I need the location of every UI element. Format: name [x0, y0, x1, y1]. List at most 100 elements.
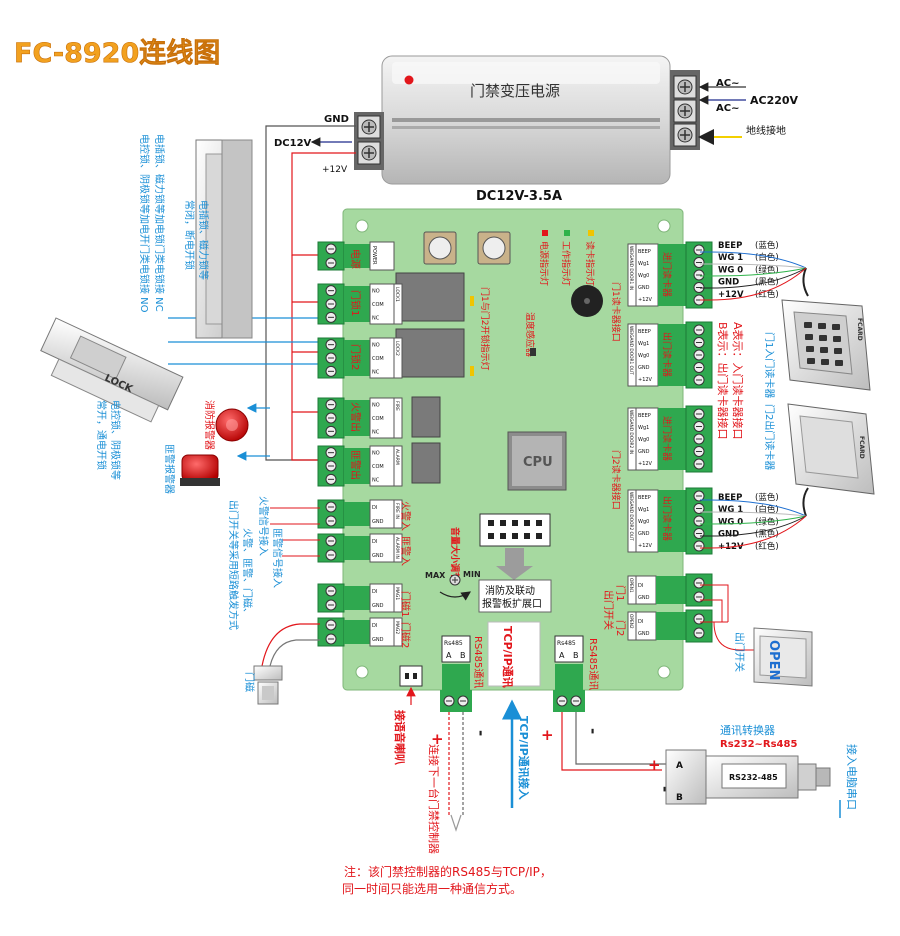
- port-id-label: MAG1: [394, 587, 400, 600]
- wire-name: WG 1: [718, 253, 743, 263]
- sensor-note-1: 火警、匪警、门磁、: [241, 528, 254, 618]
- pin-label: NC: [372, 315, 380, 321]
- ac2-label: AC~: [716, 103, 739, 114]
- reader2-label: 门2出门读卡器: [763, 404, 776, 470]
- port-id-label: ALARM: [394, 449, 400, 465]
- minus-converter: -: [656, 786, 674, 792]
- pin-label: Wg0: [638, 273, 649, 279]
- fcard-logo-2: FCARD: [858, 436, 865, 459]
- bottom-area: + - 连接下一台门禁控制器 TCP/IP通讯接入 + - + - A B RS…: [342, 699, 858, 896]
- pin-label: GND: [372, 553, 384, 559]
- rs485-left-label: RS485通讯: [472, 636, 484, 688]
- pin-label: +12V: [638, 543, 653, 549]
- pc-port-label: 接入电脑串口: [845, 744, 858, 810]
- power-supply-label: 门禁变压电源: [470, 82, 560, 100]
- wire-name: WG 0: [718, 265, 743, 275]
- rs485-right-pin-label: Rs485: [557, 640, 576, 647]
- pin-label: BEEP: [638, 329, 651, 335]
- pin-label: GND: [638, 631, 650, 637]
- converter-model: RS232-485: [729, 773, 778, 782]
- reader-a-desc: A表示：入门读卡器接口: [731, 322, 745, 440]
- buzzer-icon: [571, 285, 603, 317]
- pin-label: Wg0: [638, 519, 649, 525]
- door2-exit-label: 门2: [614, 620, 627, 636]
- tcpip-in-label: TCP/IP通讯接入: [517, 716, 531, 800]
- earth-label: 地线接地: [746, 124, 786, 137]
- port-mag1-label: 门磁1: [399, 591, 412, 617]
- wiegand-label: WEIGAND DOOR1 OUT: [628, 326, 634, 375]
- port-lock1-label: 门锁1: [349, 290, 362, 316]
- keypad-reader-icon: [781, 299, 871, 391]
- pin-label: COM: [372, 464, 384, 470]
- port-id-label: FIRE: [394, 401, 400, 411]
- port-fire-out-label: 火警出: [349, 402, 362, 432]
- pin-label: NO: [372, 289, 380, 295]
- reader-wires: [700, 251, 807, 549]
- converter-type: Rs232~Rs485: [720, 739, 797, 750]
- wire-name: GND: [718, 530, 739, 540]
- wiegand-label: WEIGAND DOOR2 IN: [628, 410, 634, 454]
- pin-label: +12V: [638, 461, 653, 467]
- rs485-left-port: Rs485 A B: [440, 635, 472, 712]
- converter-b: B: [676, 793, 683, 803]
- lock-desc-2: 电控锁、阴极锁等加电开门类电锁接 NO: [138, 134, 151, 313]
- magnetic-lock-icon: [195, 139, 253, 339]
- sensor-note-2: 出门开关等采用短路触发方式: [227, 500, 240, 630]
- rs232-485-converter-icon: [665, 749, 831, 805]
- rs485-right-b: B: [573, 651, 579, 660]
- reader-in-label-2: 进门读卡器: [661, 416, 673, 461]
- pin-label: DI: [372, 623, 377, 629]
- card-reader-icon: [787, 403, 875, 495]
- wiegand-label: WEIGAND DOOR2 OUT: [628, 492, 634, 541]
- tcpip-port: TCP/IP通讯: [487, 621, 541, 688]
- exit-button-icon[interactable]: [753, 627, 813, 687]
- pin-label: GND: [638, 531, 650, 537]
- pin-label: COM: [372, 302, 384, 308]
- ac1-label: AC~: [716, 78, 739, 89]
- fire-alarm-label: 消防报警器: [203, 400, 216, 450]
- plus-left: +: [431, 730, 444, 748]
- wire-name: +12V: [718, 290, 744, 300]
- pin-label: BEEP: [638, 249, 651, 255]
- left-devices: 电插锁、磁力锁等加电锁门类电锁接 NC 电控锁、阴极锁等加电开门类电锁接 NO …: [40, 134, 407, 765]
- port-fire-in-label: 火警入: [399, 501, 412, 531]
- converter-a: A: [676, 761, 683, 771]
- pin-label: Wg0: [638, 437, 649, 443]
- pin-label: Wg1: [638, 507, 649, 513]
- expansion-label-2: 报警板扩展口: [482, 597, 542, 610]
- note-line-1: 注：该门禁控制器的RS485与TCP/IP，: [344, 864, 552, 879]
- wire-color: (红色): [755, 289, 779, 300]
- led-work-label: 工作指示灯: [560, 241, 572, 286]
- led-card-label: 读卡指示灯: [584, 241, 596, 286]
- pin-label: GND: [372, 637, 384, 643]
- mag-lock-note-2: 常闭，断电开锁: [183, 200, 196, 270]
- rs485-left-b: B: [460, 651, 466, 660]
- next-controller-label: 连接下一台门禁控制器: [427, 744, 441, 854]
- door2-reader-label: 门2读卡器接口: [610, 450, 622, 510]
- led-power-label: 电源指示灯: [538, 241, 550, 286]
- volume-label: 音量大小调节: [449, 527, 461, 581]
- door1-exit-label: 门1: [614, 585, 627, 601]
- wire-name: WG 0: [718, 517, 743, 527]
- wire-color: (黑色): [755, 529, 779, 540]
- pin-label: GND: [638, 595, 650, 601]
- pin-label: DI: [372, 539, 377, 545]
- door-contact-label: 门磁: [243, 672, 256, 692]
- cpu-chip: [507, 431, 567, 491]
- port-id-label: MAG2: [394, 621, 400, 634]
- reader-in-label-1: 进门读卡器: [661, 252, 673, 297]
- port-id-label: FIRE IN: [394, 503, 400, 519]
- pin-label: NC: [372, 429, 380, 435]
- ctrl-lock-note-1: 电控锁、阴极锁等: [109, 400, 122, 480]
- right-devices: BEEP(蓝色)WG 1(白色)WG 0(绿色)GND(黑色)+12V(红色) …: [700, 240, 875, 687]
- wire-color: (红色): [755, 541, 779, 552]
- port-lock2-label: 门锁2: [349, 344, 362, 370]
- exit-button-text: OPEN: [766, 640, 781, 680]
